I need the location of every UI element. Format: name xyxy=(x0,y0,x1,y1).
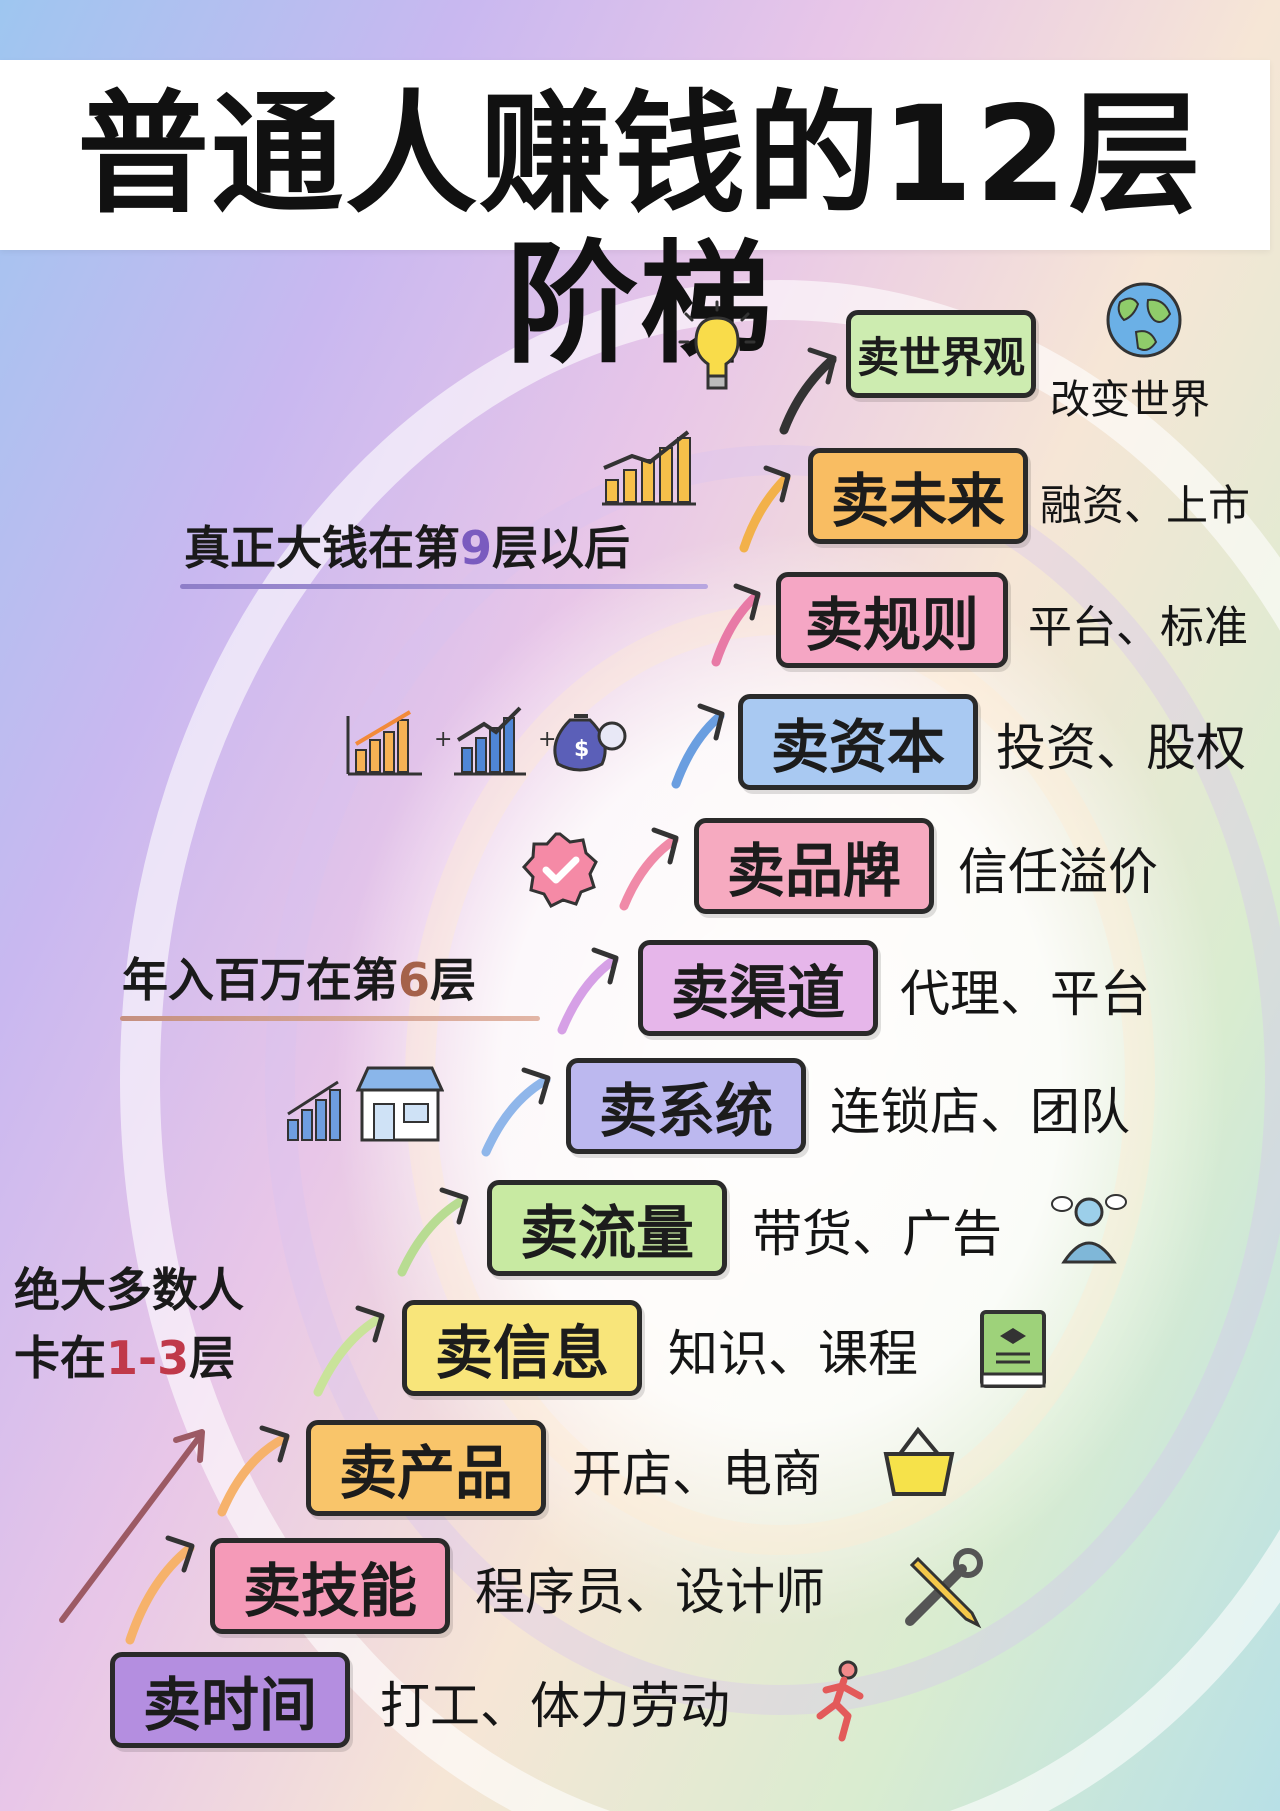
level-1-desc: 打工、体力劳动 xyxy=(380,1677,730,1735)
book-icon xyxy=(980,1310,1046,1388)
note-stuck-suffix: 层 xyxy=(189,1331,236,1385)
level-10-label: 卖规则 xyxy=(804,591,979,659)
arrow-6 xyxy=(557,955,619,1035)
level-1-label: 卖时间 xyxy=(142,1671,317,1739)
level-4-desc: 知识、课程 xyxy=(668,1325,918,1383)
note-stuck-highlight: 1-3 xyxy=(106,1331,190,1385)
level-12-box: 卖世界观 xyxy=(846,310,1036,398)
level-11-box: 卖未来 xyxy=(808,448,1028,544)
level-3-desc: 开店、电商 xyxy=(572,1445,822,1503)
level-2-box: 卖技能 xyxy=(210,1538,450,1634)
svg-text:$: $ xyxy=(574,737,589,762)
level-12-desc: 改变世界 xyxy=(1050,377,1210,423)
note-stuck-prefix: 卡在 xyxy=(14,1331,106,1385)
running-person-icon xyxy=(816,1660,864,1742)
note-big-money-prefix: 真正大钱在第 xyxy=(184,521,460,575)
arrow-7 xyxy=(619,835,679,911)
arrow-2 xyxy=(217,1433,290,1517)
level-3-box: 卖产品 xyxy=(306,1420,546,1516)
level-8-label: 卖品牌 xyxy=(726,837,901,905)
level-12-label: 卖世界观 xyxy=(856,332,1025,382)
lightbulb-icon xyxy=(678,300,756,390)
level-9-desc: 投资、股权 xyxy=(996,719,1246,777)
level-7-label: 卖渠道 xyxy=(670,959,845,1027)
level-6-box: 卖系统 xyxy=(566,1058,806,1154)
note-big-money-suffix: 层以后 xyxy=(492,521,631,575)
level-4-label: 卖信息 xyxy=(434,1319,609,1387)
note-stuck-line2: 卡在1-3层 xyxy=(14,1330,235,1386)
level-9-box: 卖资本 xyxy=(738,694,978,790)
level-2-desc: 程序员、设计师 xyxy=(475,1563,825,1621)
note-million-prefix: 年入百万在第 xyxy=(122,953,398,1007)
shopping-basket-icon xyxy=(883,1426,955,1496)
arrow-5 xyxy=(481,1075,551,1157)
note-big-money: 真正大钱在第9层以后 xyxy=(184,520,630,576)
wrench-pencil-icon xyxy=(905,1548,983,1629)
note-big-money-underline xyxy=(180,584,708,589)
level-5-desc: 带货、广告 xyxy=(752,1205,1002,1263)
title-banner xyxy=(0,60,1270,250)
level-7-desc: 代理、平台 xyxy=(900,965,1150,1023)
note-million-highlight: 6 xyxy=(398,953,431,1007)
arrow-9 xyxy=(711,591,761,667)
arrow-11 xyxy=(779,355,837,435)
level-9-label: 卖资本 xyxy=(770,713,945,781)
arrow-1 xyxy=(125,1543,195,1645)
arrow-10 xyxy=(739,473,791,553)
level-10-box: 卖规则 xyxy=(776,572,1008,668)
level-7-box: 卖渠道 xyxy=(638,940,878,1036)
level-8-box: 卖品牌 xyxy=(694,818,934,914)
arrow-8 xyxy=(671,711,725,789)
long-arrow xyxy=(59,1433,203,1623)
arrow-3 xyxy=(313,1313,385,1397)
level-5-box: 卖流量 xyxy=(487,1180,727,1276)
page-title: 普通人赚钱的12层阶梯 xyxy=(77,78,1203,382)
level-5-label: 卖流量 xyxy=(519,1199,694,1267)
level-10-desc: 平台、标准 xyxy=(1028,602,1248,653)
level-4-box: 卖信息 xyxy=(402,1300,642,1396)
svg-text:+: + xyxy=(434,727,452,752)
charts-moneybag-icon: + + $ xyxy=(346,706,627,776)
note-million-underline xyxy=(120,1016,540,1021)
chart-store-icon xyxy=(287,1066,444,1142)
audience-icon xyxy=(1051,1194,1127,1264)
level-8-desc: 信任溢价 xyxy=(958,843,1158,901)
note-million: 年入百万在第6层 xyxy=(122,952,476,1008)
svg-text:+: + xyxy=(538,727,556,752)
level-1-box: 卖时间 xyxy=(110,1652,350,1748)
level-6-desc: 连锁店、团队 xyxy=(830,1083,1130,1141)
note-stuck-line1: 绝大多数人 xyxy=(14,1263,244,1317)
note-million-suffix: 层 xyxy=(430,953,477,1007)
verified-badge-icon xyxy=(521,832,598,908)
level-11-desc: 融资、上市 xyxy=(1040,481,1251,530)
level-11-label: 卖未来 xyxy=(830,467,1005,535)
note-big-money-highlight: 9 xyxy=(460,521,493,575)
globe-icon xyxy=(1106,282,1182,358)
level-6-label: 卖系统 xyxy=(598,1077,773,1145)
growth-chart-icon xyxy=(602,430,696,506)
level-2-label: 卖技能 xyxy=(242,1557,417,1625)
arrow-4 xyxy=(397,1195,468,1277)
level-3-label: 卖产品 xyxy=(338,1439,513,1507)
